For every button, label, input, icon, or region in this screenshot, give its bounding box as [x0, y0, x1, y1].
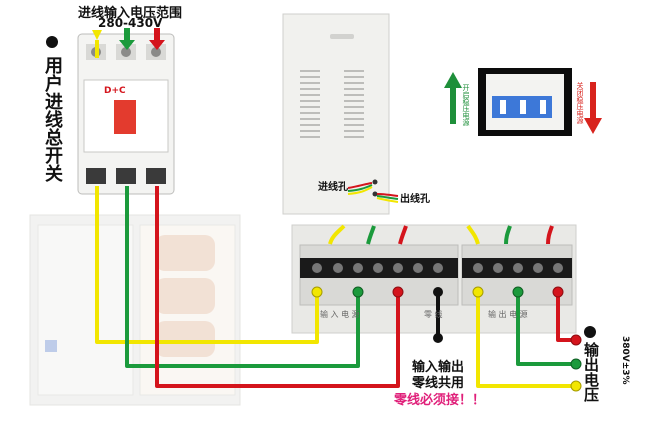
- main-breaker[interactable]: [77, 33, 175, 195]
- terminal-area: [291, 224, 577, 334]
- background-cabinet: [29, 214, 241, 406]
- neutral-note-line2: 零线共用: [412, 376, 465, 391]
- bullet-icon: [584, 326, 596, 338]
- terminal-screws-left: [312, 263, 443, 273]
- output-voltage-label: 输出电压: [582, 342, 600, 402]
- bullet-icon: [46, 36, 58, 48]
- breaker-handle[interactable]: [114, 100, 136, 134]
- terminal-output-text: 输 出 电 源: [488, 310, 528, 319]
- top-title: 进线输入电压范围: [78, 6, 183, 21]
- top-arrow-red-icon: [149, 28, 165, 50]
- terminal-input-text: 输 入 电 源: [320, 310, 360, 319]
- wire-red-output: [556, 292, 574, 342]
- neutral-warning: 零线必须接！！: [394, 393, 486, 408]
- main-switch-label: 用户进线总开关: [42, 56, 63, 182]
- arrow-down-icon: [584, 82, 602, 134]
- wire-red-input: [155, 186, 400, 388]
- neutral-note-line1: 输入输出: [412, 360, 465, 375]
- wire-green-output: [516, 292, 574, 366]
- wire-in-label: 进线孔: [318, 182, 348, 193]
- top-arrow-green-icon: [119, 28, 135, 50]
- control-breaker[interactable]: [478, 68, 572, 136]
- control-off-note: 关闭稳压电源: [576, 82, 584, 124]
- out-hole: [372, 191, 378, 197]
- terminal-dots: [311, 286, 582, 392]
- terminal-neutral-text: 零 线: [424, 310, 443, 319]
- wire-yellow-output: [476, 292, 574, 388]
- output-voltage-spec: 380V±3%: [620, 336, 630, 385]
- stabilizer-cabinet: [282, 13, 399, 215]
- wire-green-input: [125, 186, 360, 368]
- vent-left: [300, 70, 320, 138]
- top-range: 280-430V: [98, 16, 163, 30]
- vent-right: [344, 70, 364, 138]
- breaker-brand: D+C: [104, 86, 126, 96]
- in-hole: [372, 179, 378, 185]
- wire-out-label: 出线孔: [400, 194, 430, 205]
- terminal-screws-right: [473, 263, 563, 273]
- arrow-up-icon: [444, 72, 462, 124]
- wire-yellow-input: [95, 40, 319, 344]
- control-on-note: 开启稳压电源: [462, 84, 470, 126]
- top-arrow-yellow-icon: [92, 30, 102, 40]
